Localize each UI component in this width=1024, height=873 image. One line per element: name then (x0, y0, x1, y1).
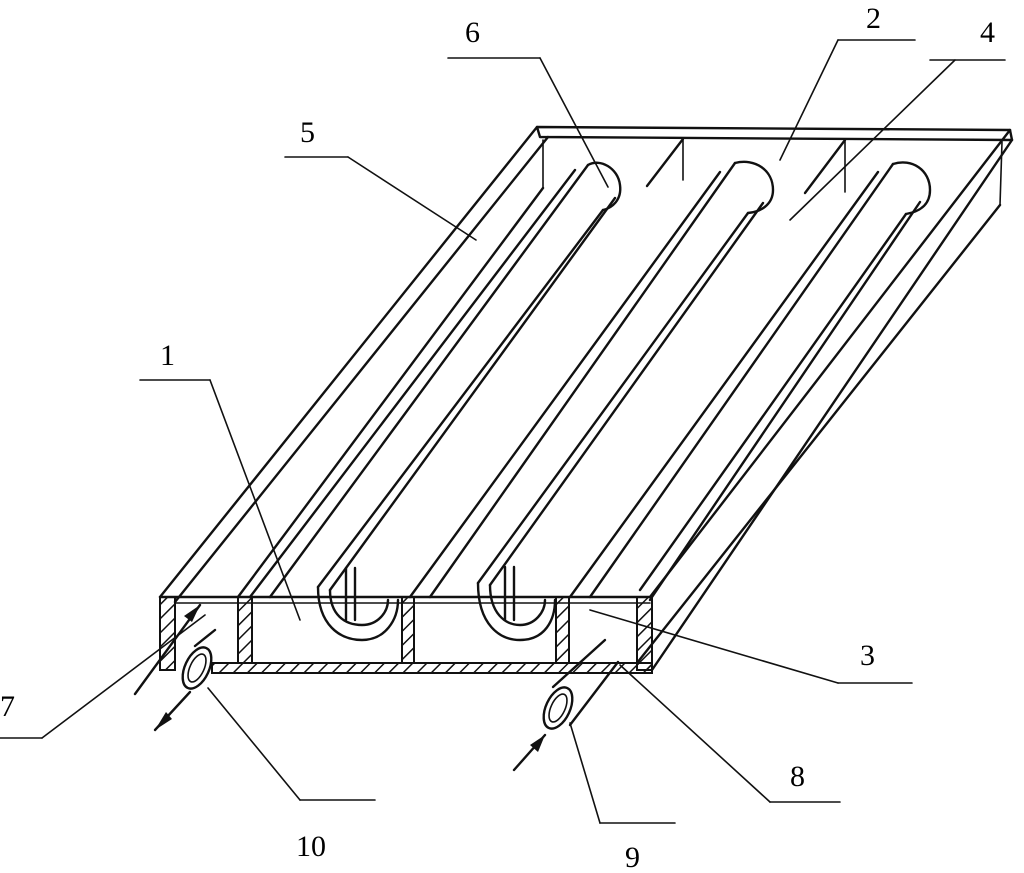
front-section (158, 595, 653, 674)
label-5: 5 (300, 116, 315, 149)
label-8: 8 (790, 760, 805, 793)
label-4: 4 (980, 16, 995, 49)
label-9: 9 (625, 841, 640, 873)
label-7: 7 (0, 690, 15, 723)
outlet-pipe (181, 628, 217, 690)
label-2: 2 (866, 2, 881, 35)
part-labels: 1 2 3 4 5 6 7 8 9 10 (0, 2, 995, 873)
label-1: 1 (160, 339, 175, 372)
label-10: 10 (296, 830, 326, 863)
leader-lines (0, 39, 1006, 824)
u-tubes (248, 160, 932, 642)
label-3: 3 (860, 639, 875, 672)
flow-arrows (133, 603, 547, 772)
label-6: 6 (465, 16, 480, 49)
inlet-pipe (542, 638, 620, 730)
housing-frame (158, 125, 1014, 672)
